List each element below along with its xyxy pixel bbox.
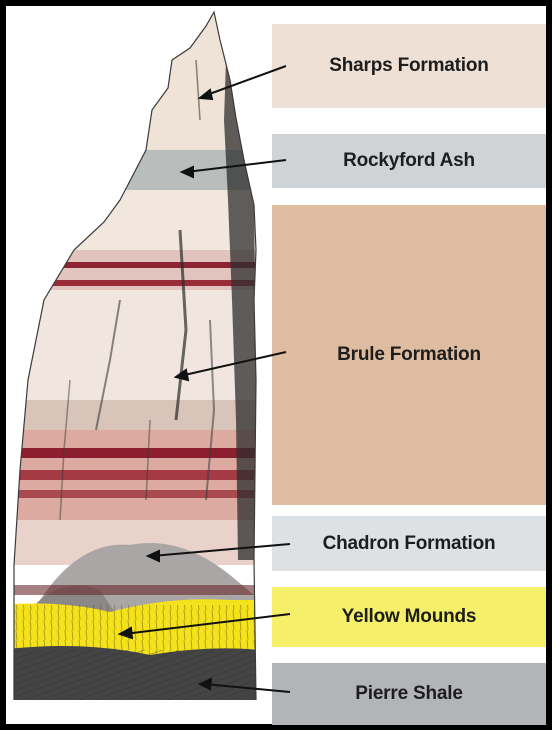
label-pierre-shale: Pierre Shale [272,663,546,725]
label-rockyford-ash: Rockyford Ash [272,134,546,188]
label-yellow-mounds: Yellow Mounds [272,587,546,647]
label-chadron-formation: Chadron Formation [272,516,546,571]
label-sharps-formation: Sharps Formation [272,24,546,108]
label-brule-formation: Brule Formation [272,205,546,505]
rock-layers [0,0,260,730]
